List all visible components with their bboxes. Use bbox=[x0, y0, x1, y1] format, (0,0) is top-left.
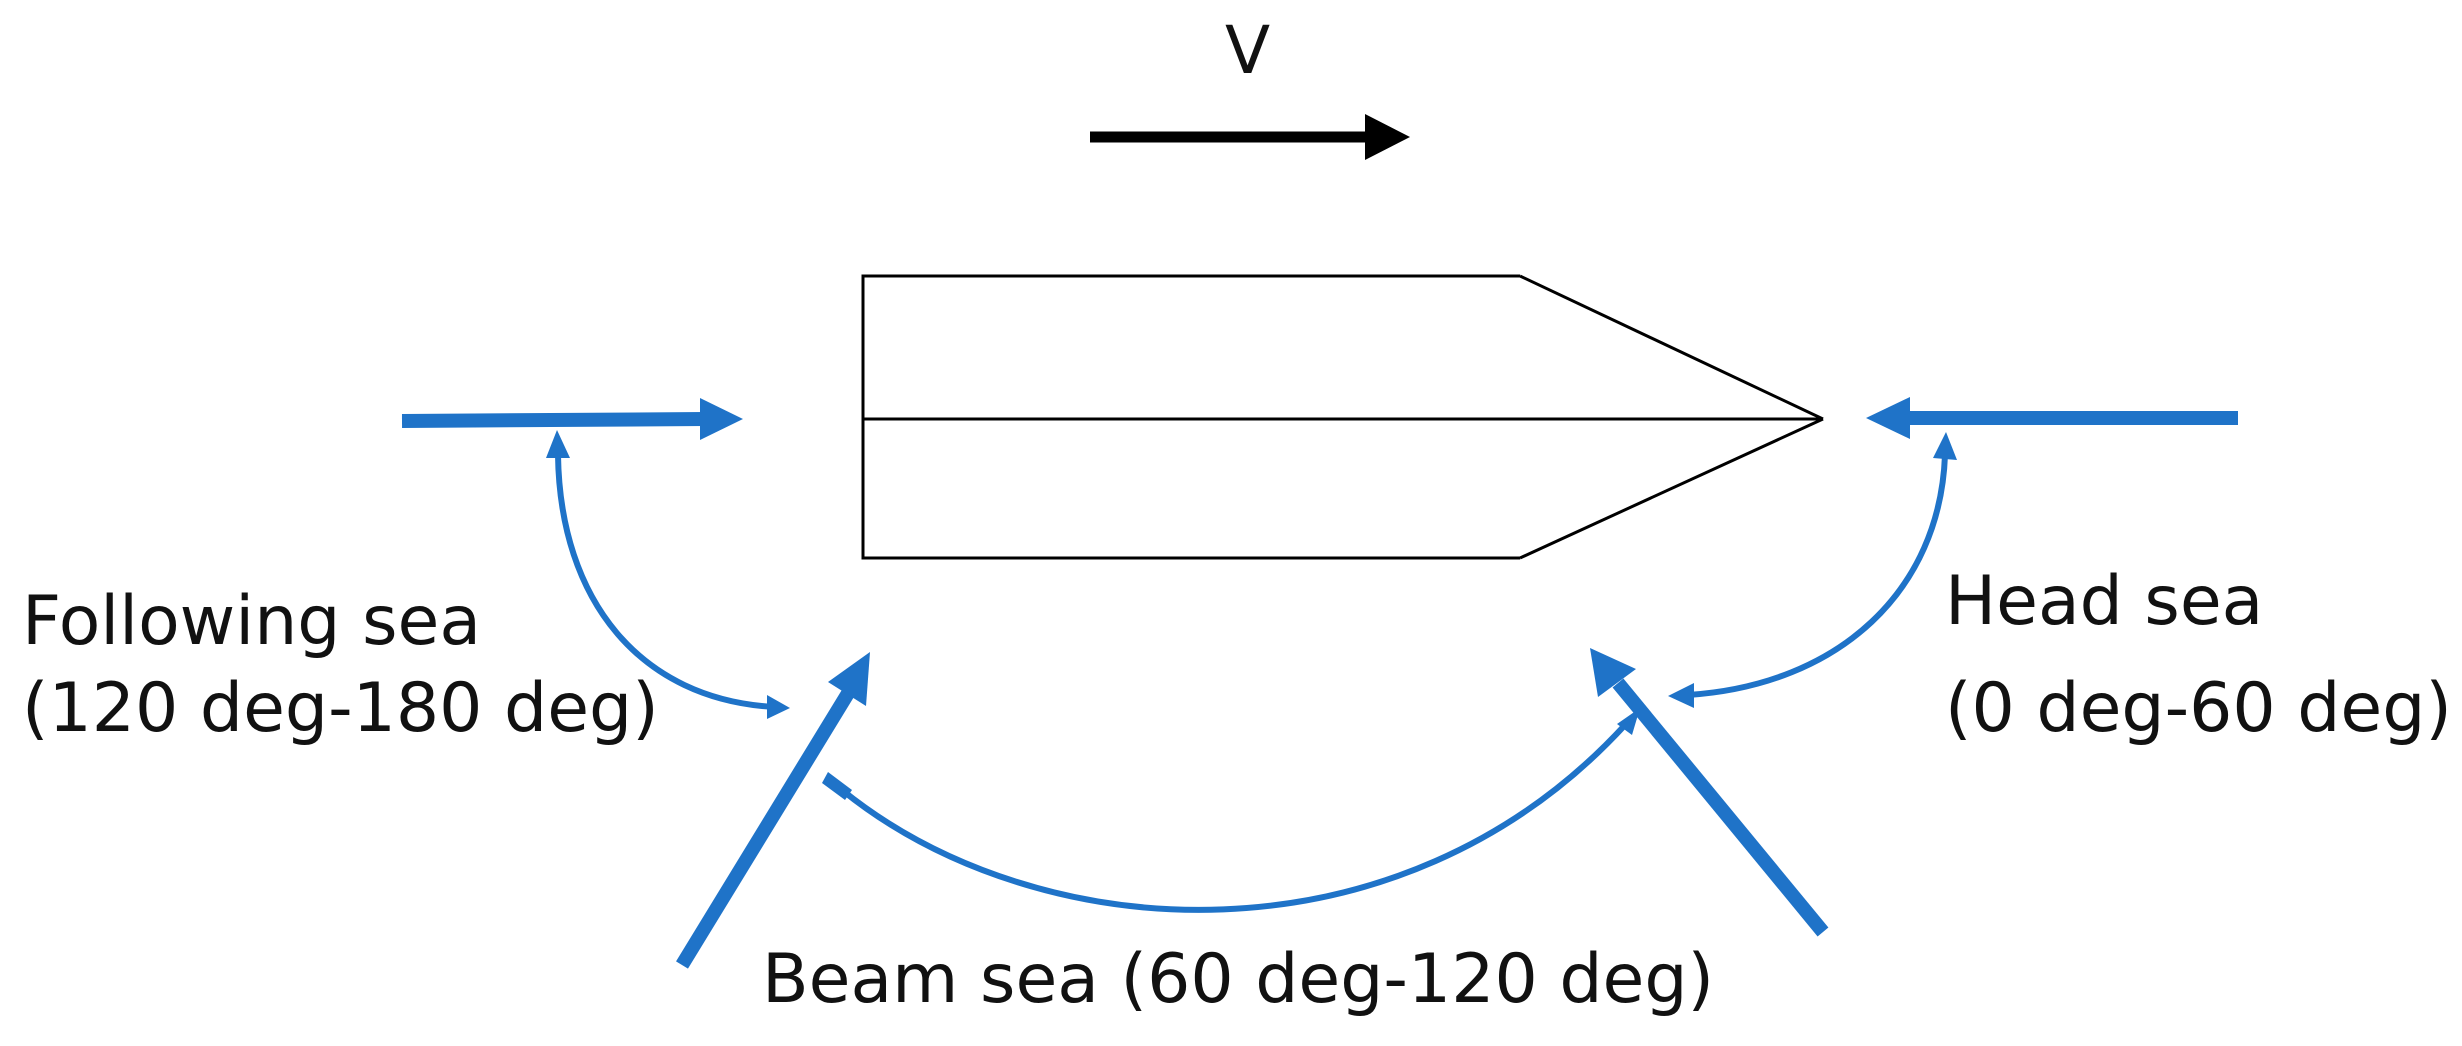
following-sea-label: Following sea bbox=[22, 582, 481, 661]
head-sea-wave-arrow bbox=[1866, 397, 2238, 439]
following-sea-range-arc bbox=[546, 430, 790, 719]
beam-sea-wave-arrow-right bbox=[1590, 648, 1829, 937]
following-sea-range: (120 deg-180 deg) bbox=[22, 669, 659, 748]
head-sea-range: (0 deg-60 deg) bbox=[1945, 669, 2452, 748]
velocity-arrow bbox=[1090, 114, 1410, 160]
ship-hull bbox=[861, 274, 1824, 560]
beam-sea-label: Beam sea (60 deg-120 deg) bbox=[762, 940, 1715, 1019]
beam-sea-wave-arrow-left bbox=[676, 652, 870, 969]
head-sea-range-arc bbox=[1668, 432, 1957, 708]
beam-sea-range-arc bbox=[822, 708, 1640, 913]
velocity-label: V bbox=[1225, 12, 1271, 89]
head-sea-label: Head sea bbox=[1945, 562, 2264, 641]
following-sea-wave-arrow bbox=[401, 398, 743, 440]
